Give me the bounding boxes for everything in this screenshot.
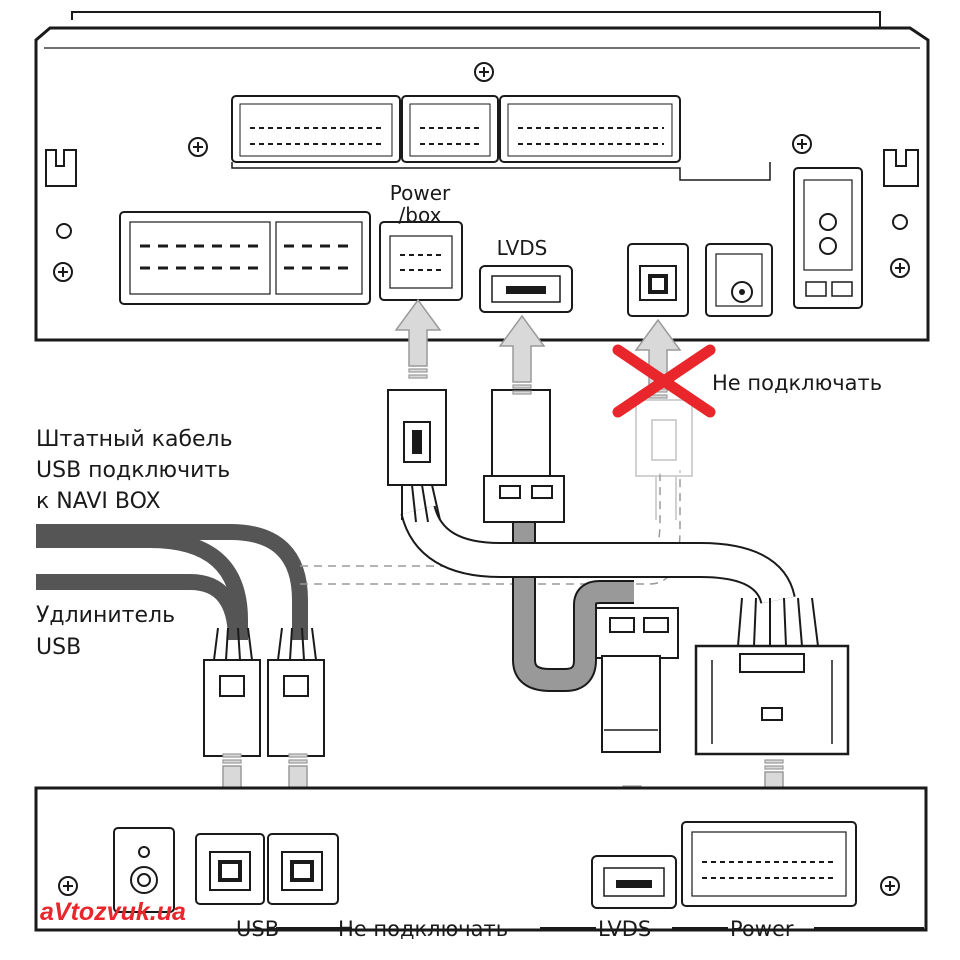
screw-icon [188,137,208,157]
lvds-socket [479,265,573,313]
bottom-lvds-label: LVDS [598,917,651,941]
do-not-connect-top-label: Не подключать [712,371,882,395]
bottom-usb-label: USB [236,917,279,941]
lvds-inline-connector [595,607,679,753]
navi-box [34,786,928,932]
navi-usb-socket-2 [267,833,339,905]
lvds-top-label: LVDS [497,236,548,260]
usb-cable-label-line2: USB подключить [36,458,230,483]
watermark-logo: aVtozvuk.ua [40,898,186,926]
usb-cable-label-line3: к NAVI BOX [36,489,161,514]
extension-label-line2: USB [36,635,81,660]
screw-icon [53,262,73,282]
bottom-do-not-connect-label: Не подключать [338,917,508,941]
main-connector-left [119,211,371,305]
right-module [793,167,863,309]
usb-plug-faded [635,399,693,520]
usb-plug-2 [267,627,325,757]
power-plug [694,597,850,756]
navi-antenna-socket [113,827,175,913]
antenna-socket [705,243,773,317]
top-connector-middle [401,95,499,163]
screw-icon [58,876,78,896]
power-box-socket [379,221,463,301]
screw-icon [474,62,494,82]
bottom-power-label: Power [730,917,794,941]
head-unit [34,11,930,342]
cross-mark-icon [612,344,716,418]
usb-cable-label-line1: Штатный кабель [36,427,233,452]
power-box-label-line1: Power [390,181,451,205]
top-connector-left [231,95,401,163]
screw-icon [890,258,910,278]
navi-power-socket [681,821,857,907]
power-box-label-line2: /box [399,203,442,227]
usb-plug-1 [203,627,261,757]
screw-icon [880,876,900,896]
navi-lvds-socket [591,855,677,909]
top-connector-right [499,95,681,163]
power-box-plug [387,389,447,523]
extension-label-line1: Удлинитель [36,603,175,628]
screw-icon [792,134,812,154]
navi-usb-socket-1 [195,833,265,905]
usb-socket-top [627,243,689,317]
lvds-plug-top [483,389,565,523]
